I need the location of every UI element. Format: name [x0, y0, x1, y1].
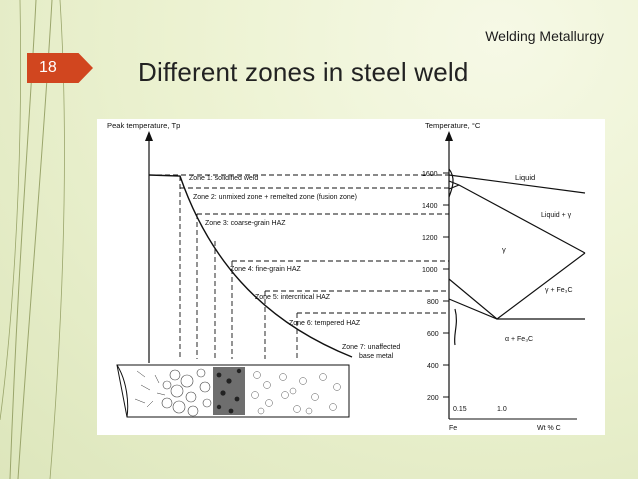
temp-tick-1200: 1200: [422, 235, 438, 242]
base-metal-label: base metal: [359, 353, 394, 360]
slide-title: Different zones in steel weld: [138, 57, 469, 87]
left-axis-arrow-icon: [145, 131, 153, 141]
temp-tick-800: 800: [427, 299, 439, 306]
liquid-label: Liquid: [515, 173, 535, 182]
weld-zones-diagram: Peak temperature, Tp Temperature, °C: [107, 121, 586, 432]
temp-tick-600: 600: [427, 331, 439, 338]
slide-number-badge: 18: [27, 53, 93, 83]
phase-boundaries: [448, 168, 586, 346]
weld-cross-section: [116, 364, 350, 418]
temp-tick-200: 200: [427, 395, 439, 402]
zone-7-label: Zone 7: unaffected: [342, 344, 400, 351]
carbon-tick-1-0: 1.0: [497, 406, 507, 413]
temp-tick-400: 400: [427, 363, 439, 370]
gamma-label: γ: [502, 245, 506, 254]
zone-4-label: Zone 4: fine-grain HAZ: [230, 266, 302, 273]
temp-tick-1000: 1000: [422, 267, 438, 274]
peak-temperature-curve: [148, 174, 353, 358]
liquid-gamma-label: Liquid + γ: [541, 212, 572, 219]
gamma-fe3c-label: γ + Fe₃C: [545, 287, 573, 294]
zone-3-label: Zone 3: coarse-grain HAZ: [205, 220, 286, 227]
section-header: Welding Metallurgy: [485, 28, 604, 44]
zone-5-label: Zone 5: intercritical HAZ: [255, 294, 331, 301]
zone-boundary-lines: [149, 174, 449, 359]
zone-1-label: Zone 1: solidified weld: [189, 175, 258, 182]
temp-tick-1400: 1400: [422, 203, 438, 210]
weld-zones-figure: Peak temperature, Tp Temperature, °C: [97, 119, 605, 435]
right-axis-label: Temperature, °C: [425, 121, 481, 130]
left-axis-label: Peak temperature, Tp: [107, 121, 180, 130]
fe-label: Fe: [449, 425, 457, 432]
temp-tick-1600: 1600: [422, 171, 438, 178]
zone-2-label: Zone 2: unmixed zone + remelted zone (fu…: [193, 194, 357, 201]
alpha-fe3c-label: α + Fe₃C: [505, 336, 533, 343]
wt-percent-c-label: Wt % C: [537, 425, 561, 432]
right-axis-arrow-icon: [445, 131, 453, 141]
carbon-tick-0-15: 0.15: [453, 406, 467, 413]
zone-6-label: Zone 6: tempered HAZ: [289, 320, 361, 327]
phase-diagram: 1600 1400 1200 1000 800 600 400 200 Liqu: [422, 131, 586, 432]
